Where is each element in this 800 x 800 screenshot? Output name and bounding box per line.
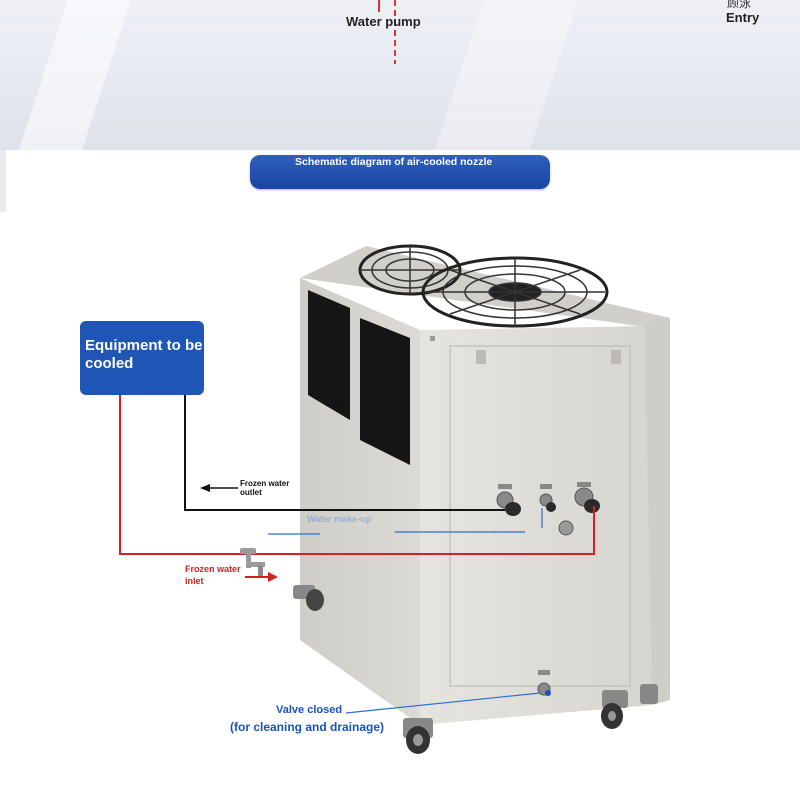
fan-guard-front bbox=[421, 256, 609, 328]
condenser-grille-right bbox=[360, 318, 410, 465]
valve-closed-label: Valve closed bbox=[276, 704, 343, 716]
left-strip bbox=[0, 150, 6, 212]
makeup-pipe bbox=[268, 508, 543, 535]
top-background-band: Water pump 顾泳 Entry bbox=[0, 0, 800, 150]
pump-pipe-dashed bbox=[394, 0, 396, 64]
drain-valve bbox=[537, 670, 551, 696]
condenser-grille-left bbox=[308, 290, 350, 420]
outlet-nozzle bbox=[496, 484, 521, 516]
makeup-nozzle bbox=[539, 484, 574, 536]
chiller-edge bbox=[645, 318, 670, 705]
inlet-nozzle bbox=[574, 482, 600, 513]
faucet-icon bbox=[240, 548, 265, 576]
frozen-water-outlet-label: Frozen water outlet bbox=[240, 479, 290, 497]
equipment-label: Equipment to be cooled bbox=[85, 337, 203, 372]
makeup-water-label: Water make-up bbox=[307, 514, 372, 524]
diagram-title-banner: Schematic diagram of air-cooled nozzle bbox=[250, 155, 550, 189]
equipment-to-be-cooled-box: Equipment to be cooled bbox=[80, 321, 204, 395]
screw bbox=[430, 336, 435, 341]
chiller-top bbox=[300, 246, 670, 328]
cleaning-drainage-label: (for cleaning and drainage) bbox=[230, 720, 385, 734]
caster-wheels bbox=[293, 585, 658, 754]
door-latch-left bbox=[476, 350, 486, 364]
drain-leader-line bbox=[345, 692, 541, 714]
outlet-pipe bbox=[184, 395, 505, 511]
chiller-front-panel bbox=[420, 326, 652, 725]
pump-pipe bbox=[378, 0, 380, 12]
inlet-pipe bbox=[119, 395, 595, 582]
entry-label: Entry bbox=[726, 10, 760, 25]
water-pump-label: Water pump bbox=[346, 14, 421, 29]
diagram-title: Schematic diagram of air-cooled nozzle bbox=[295, 156, 493, 168]
door-latch-right bbox=[611, 350, 621, 364]
entry-glyph: 顾泳 bbox=[727, 0, 752, 10]
frozen-water-inlet-label: Frozen water inlet bbox=[185, 564, 241, 586]
